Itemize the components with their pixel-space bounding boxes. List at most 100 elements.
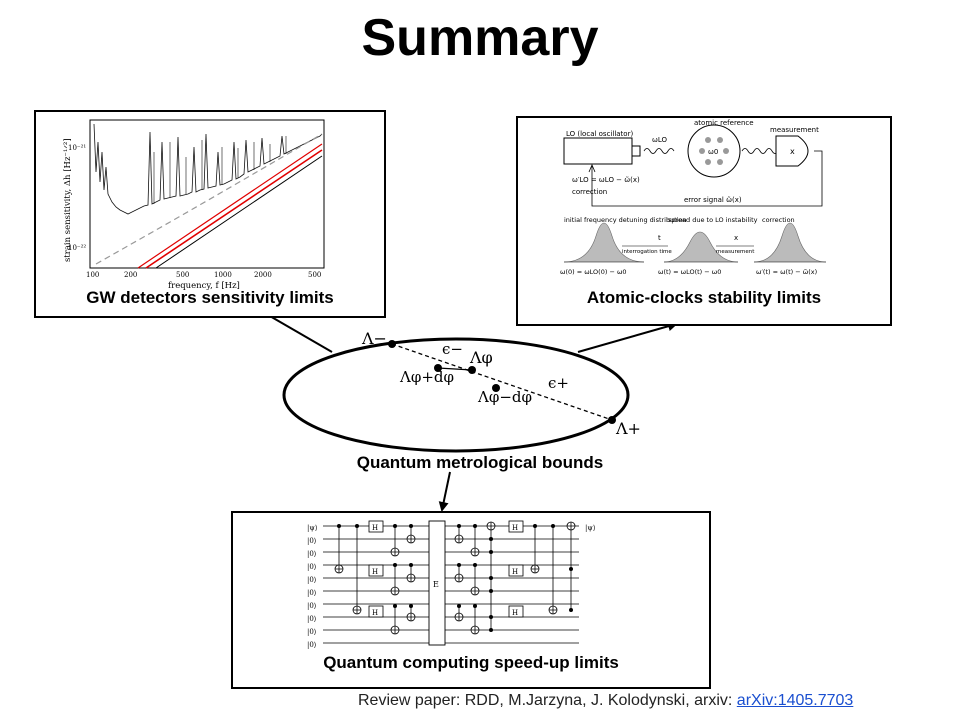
gw-plot: strain sensitivity, Δh [Hz⁻¹ᐟ²] 10⁻²¹ 10… <box>63 119 325 291</box>
point-lambda-plus <box>608 416 616 424</box>
ket-zero-8: |0⟩ <box>307 628 317 636</box>
ket-psi-in: |ψ⟩ <box>307 524 318 532</box>
gw-x-tick-4: 1000 <box>214 271 232 279</box>
footer-citation: Review paper: RDD, M.Jarzyna, J. Kolodyn… <box>358 692 853 710</box>
gw-x-tick-5: 2000 <box>254 271 272 279</box>
gw-y-tick-2: 10⁻²² <box>68 244 86 252</box>
metrology-ellipse <box>282 337 630 453</box>
gate-h-6: H <box>512 609 518 617</box>
clocks-measurement-2: measurement <box>716 249 755 255</box>
ket-zero-4: |0⟩ <box>307 576 317 584</box>
quantum-panel-label: Quantum computing speed-up limits <box>323 653 619 672</box>
clocks-lo-label: LO (local oscillator) <box>566 130 633 138</box>
clocks-eq3: ω′(t) = ω(t) − ω̃(x) <box>756 268 817 276</box>
clocks-measurement: measurement <box>770 126 819 134</box>
control-dot <box>457 604 461 608</box>
label-lambda-phi-minus: Λφ−dφ <box>477 388 532 406</box>
slide-title: Summary <box>361 9 599 67</box>
point-lambda-phi-plus <box>434 364 442 372</box>
gw-x-tick-3: 500 <box>176 271 189 279</box>
label-eps-plus: ϵ+ <box>548 374 569 392</box>
gate-h-5: H <box>512 568 518 576</box>
gw-red-bound-2 <box>137 143 323 269</box>
gw-black-line <box>155 155 323 269</box>
arxiv-link[interactable]: arXiv:1405.7703 <box>736 692 854 709</box>
quantum-panel: |ψ⟩ |ψ⟩ |0⟩ |0⟩ |0⟩ |0⟩ |0⟩ |0⟩ |0⟩ |0⟩ … <box>231 511 711 689</box>
gate-h-3: H <box>372 609 378 617</box>
point-lambda-minus <box>388 340 396 348</box>
gw-x-tick-1: 100 <box>86 271 99 279</box>
control-dot <box>533 524 537 528</box>
control-dot <box>393 563 397 567</box>
gate-h-1: H <box>372 524 378 532</box>
control-dot <box>409 563 413 567</box>
ket-zero-6: |0⟩ <box>307 602 317 610</box>
control-dot <box>489 615 493 619</box>
control-dot <box>489 589 493 593</box>
clocks-panel-label: Atomic-clocks stability limits <box>586 288 822 307</box>
gate-e: E <box>433 580 439 589</box>
control-dot <box>355 524 359 528</box>
gw-panel: strain sensitivity, Δh [Hz⁻¹ᐟ²] 10⁻²¹ 10… <box>34 110 386 318</box>
clocks-omega-0: ω0 <box>708 148 718 156</box>
ket-zero-5: |0⟩ <box>307 589 317 597</box>
control-dot <box>409 524 413 528</box>
ket-zero-3: |0⟩ <box>307 563 317 571</box>
clocks-correction-2: correction <box>762 216 795 224</box>
gw-measured-curve <box>93 123 323 215</box>
clocks-correction: correction <box>572 188 607 196</box>
footer-text: Review paper: RDD, M.Jarzyna, J. Kolodyn… <box>358 692 737 709</box>
control-dot <box>569 608 573 612</box>
point-lambda-phi <box>468 366 476 374</box>
gate-h-2: H <box>372 568 378 576</box>
ket-zero-7: |0⟩ <box>307 615 317 623</box>
clocks-error-signal: error signal ω̃(x) <box>684 196 742 204</box>
gw-y-axis-label: strain sensitivity, Δh [Hz⁻¹ᐟ²] <box>63 138 73 262</box>
control-dot <box>489 537 493 541</box>
clocks-interrogation: interrogation time <box>622 249 672 255</box>
control-dot <box>569 567 573 571</box>
gw-gray-dashed-curve <box>95 133 323 265</box>
clocks-eq1: ω(0) = ωLO(0) − ω0 <box>560 268 627 276</box>
clocks-t-symbol: t <box>658 234 661 242</box>
control-dot <box>473 604 477 608</box>
control-dot <box>489 550 493 554</box>
arrow-to-quantum <box>438 471 451 512</box>
gw-x-tick-6: 500 <box>308 271 321 279</box>
ket-zero-1: |0⟩ <box>307 537 317 545</box>
gate-h-4: H <box>512 524 518 532</box>
quantum-circuit: |ψ⟩ |ψ⟩ |0⟩ |0⟩ |0⟩ |0⟩ |0⟩ |0⟩ |0⟩ |0⟩ … <box>307 520 596 649</box>
clocks-diagram: LO (local oscillator) ωLO ω0 atomic refe… <box>560 119 827 276</box>
ket-psi-out: |ψ⟩ <box>585 524 596 532</box>
center-label: Quantum metrological bounds <box>356 453 604 472</box>
gw-panel-label: GW detectors sensitivity limits <box>86 288 334 307</box>
control-dot <box>473 524 477 528</box>
clocks-spread: spread due to LO instability <box>668 216 758 224</box>
clocks-omega-lo: ωLO <box>652 136 668 144</box>
label-lambda-phi-plus: Λφ+dφ <box>399 368 454 386</box>
label-lambda-minus: Λ− <box>361 329 387 348</box>
ket-zero-9: |0⟩ <box>307 641 317 649</box>
control-dot <box>393 524 397 528</box>
label-lambda-plus: Λ+ <box>615 419 641 438</box>
control-dot <box>489 576 493 580</box>
clocks-x-symbol-2: x <box>734 234 738 242</box>
clocks-panel: LO (local oscillator) ωLO ω0 atomic refe… <box>516 116 892 326</box>
arrow-to-clocks <box>577 321 678 353</box>
gw-red-bound-1 <box>145 149 323 269</box>
control-dot <box>489 628 493 632</box>
gw-x-tick-2: 200 <box>124 271 137 279</box>
control-dot <box>473 563 477 567</box>
control-dot <box>393 604 397 608</box>
gw-x-axis-label: frequency, f [Hz] <box>168 281 240 291</box>
control-dot <box>337 524 341 528</box>
clocks-eq2: ω(t) = ωLO(t) − ω0 <box>658 268 721 276</box>
point-lambda-phi-minus <box>492 384 500 392</box>
gw-y-tick-1: 10⁻²¹ <box>68 144 86 152</box>
label-lambda-phi: Λφ <box>469 348 493 367</box>
control-dot <box>409 604 413 608</box>
ket-zero-2: |0⟩ <box>307 550 317 558</box>
control-dot <box>457 563 461 567</box>
clocks-correction-eq: ω′LO = ωLO − ω̃(x) <box>572 176 640 184</box>
clocks-x-symbol: x <box>790 147 795 156</box>
